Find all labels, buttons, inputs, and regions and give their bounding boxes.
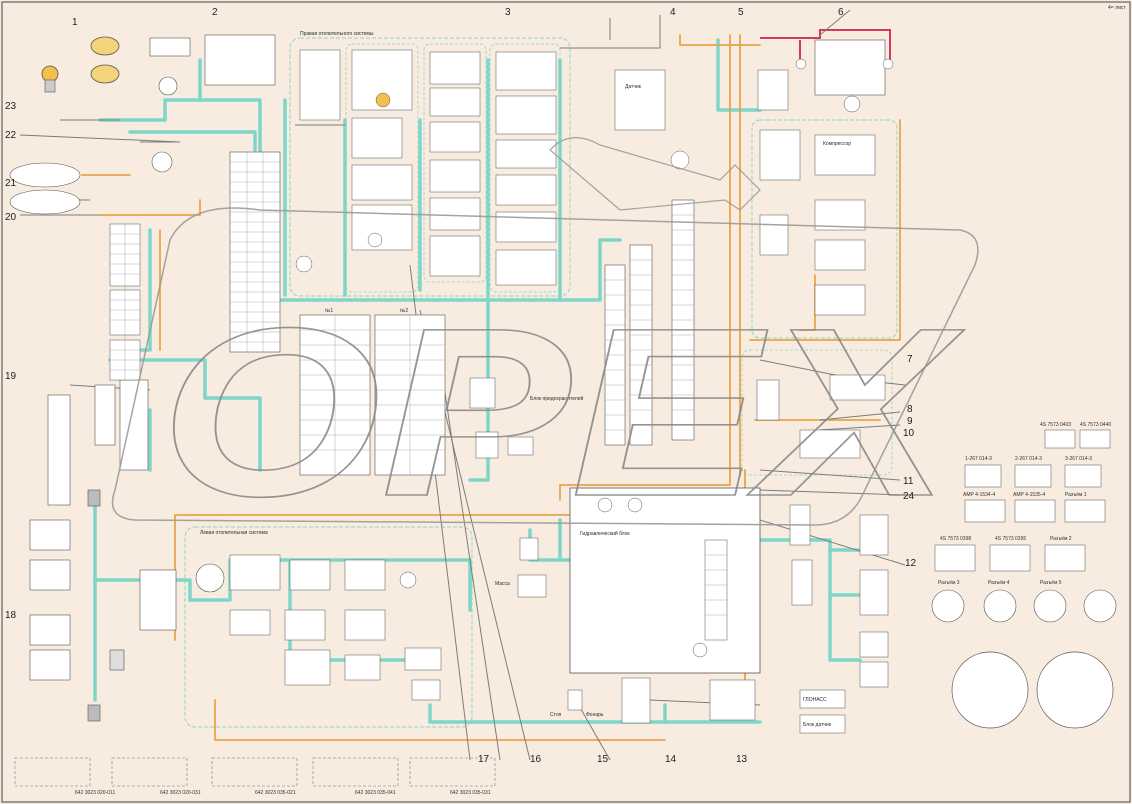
callout-3: 3 (505, 7, 511, 18)
conn-label-7: AMP 4-1535-4 (1013, 492, 1045, 498)
box-glonass: ГЛОНАСС (803, 697, 827, 703)
callout-5: 5 (738, 7, 744, 18)
callout-19: 19 (5, 371, 17, 382)
ground-label: Масса (495, 581, 510, 587)
conn-label-10: 4S 7573 0395 (995, 536, 1026, 542)
callout-12: 12 (905, 558, 917, 569)
round-connector-1 (951, 651, 1029, 729)
part-no-4: 642 3023 035-041 (355, 790, 396, 796)
callout-20: 20 (5, 212, 17, 223)
callout-11: 11 (903, 476, 914, 487)
callout-8: 8 (907, 404, 913, 415)
left-components (9, 34, 276, 722)
callout-13: 13 (736, 754, 748, 765)
control-unit: Гидравлический блок ГЛОНАСС Блок датчик (517, 487, 889, 734)
top-right-components: Компрессор (614, 39, 894, 459)
headlamp-icon (9, 162, 81, 188)
box-sensor: Блок датчик (803, 722, 832, 728)
part-no-3: 642 3023 035-021 (255, 790, 296, 796)
callout-22: 22 (5, 130, 17, 141)
callout-1: 1 (72, 17, 78, 28)
watermark-text: ОРЕХ (160, 278, 965, 546)
conn-label-6: AMP 4-1534-4 (963, 492, 995, 498)
callout-7: 7 (907, 354, 913, 365)
bottom-heater-panel: Левая отопительная система (184, 526, 473, 728)
callout-2: 2 (212, 7, 218, 18)
conn-label-2: 4S 7573 0440 (1080, 422, 1111, 428)
conn-label-1: 4S 7573 0403 (1040, 422, 1071, 428)
top-panel-components (295, 49, 557, 286)
callout-10: 10 (903, 428, 915, 439)
block-2-label: №2 (400, 308, 408, 314)
stop-label: Стоп (550, 712, 562, 718)
conn-label-11: Разъём 2 (1050, 536, 1072, 542)
lamp-icon (90, 64, 120, 84)
callout-21: 21 (5, 178, 17, 189)
conn-label-8: Разъём 1 (1065, 492, 1087, 498)
switch-strip: 642 3023 020-011 642 3023 020-031 642 30… (14, 757, 496, 796)
corner-note: 4ᵉʳ лист (1108, 5, 1126, 11)
callout-9: 9 (907, 416, 913, 427)
conn-label-14: Разъём 5 (1040, 580, 1062, 586)
beacon-icon (41, 65, 59, 83)
conn-label-12: Разъём 3 (938, 580, 960, 586)
conn-label-5: 3-267 014-3 (1065, 456, 1092, 462)
watermark-logo: ОРЕХ (111, 137, 979, 547)
main-connector-columns (604, 150, 695, 446)
red-harness (760, 29, 891, 60)
top-panel-title: Правая отопительного системы (300, 31, 374, 37)
sensor-icon (670, 150, 690, 170)
callout-16: 16 (530, 754, 542, 765)
lamp-icon (90, 36, 120, 56)
round-connector-2 (1036, 651, 1114, 729)
callout-numbers: 1 2 3 4 5 6 7 8 9 10 11 12 13 14 15 16 1… (5, 7, 917, 765)
connector-legend: 4S 7573 0403 4S 7573 0440 1-267 014-3 2-… (931, 422, 1117, 729)
callout-4: 4 (670, 7, 676, 18)
part-no-5: 642 3023 035-031 (450, 790, 491, 796)
callout-17: 17 (478, 754, 490, 765)
part-no-1: 642 3023 020-011 (75, 790, 115, 796)
callout-15: 15 (597, 754, 609, 765)
control-unit-label: Гидравлический блок (580, 530, 630, 537)
callout-24: 24 (903, 491, 915, 502)
bottom-panel-components: Стоп Фонарь (195, 554, 604, 718)
callout-6: 6 (838, 7, 844, 18)
conn-label-9: 4S 7573 0398 (940, 536, 971, 542)
fuse-box-label: Блок предохранителей (530, 395, 584, 402)
conn-label-4: 2-267 014-3 (1015, 456, 1042, 462)
connector-block-left (109, 151, 281, 381)
tail-label: Фонарь (586, 712, 604, 718)
compressor-label: Компрессор (823, 141, 851, 147)
misc-labels: Блок предохранителей Датчик Масса (495, 84, 642, 587)
block-1-label: №1 (325, 308, 333, 314)
callout-18: 18 (5, 610, 17, 621)
part-no-2: 642 3023 020-031 (160, 790, 201, 796)
headlamp-icon (9, 189, 81, 215)
speed-sensor-label: Датчик (625, 84, 642, 90)
horn-icon (158, 76, 178, 96)
conn-label-13: Разъём 4 (988, 580, 1010, 586)
motor-icon (151, 151, 173, 173)
callout-23: 23 (5, 101, 17, 112)
bottom-panel-title: Левая отопительная система (200, 530, 268, 536)
callout-14: 14 (665, 754, 677, 765)
center-relay-blocks: №1 №2 (299, 308, 534, 476)
conn-label-3: 1-267 014-3 (965, 456, 992, 462)
